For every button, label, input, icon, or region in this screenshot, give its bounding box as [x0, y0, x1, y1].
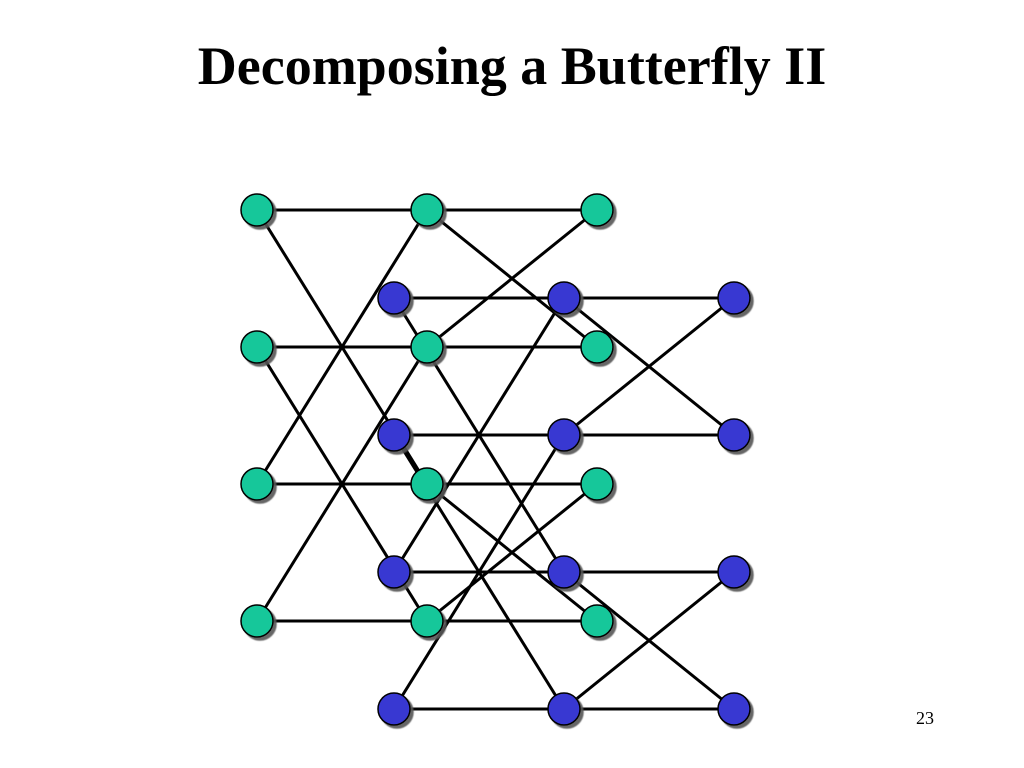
- back-network-node-c1-r2: [547, 555, 581, 589]
- front-network-node-c0-r3: [240, 604, 274, 638]
- back-network-node-c0-r2: [377, 555, 411, 589]
- front-network-node-c2-r2: [580, 467, 614, 501]
- back-network-node-c0-r0: [377, 281, 411, 315]
- front-network-node-c0-r1: [240, 330, 274, 364]
- back-network-edge-11: [563, 296, 735, 437]
- front-network-node-c1-r1: [410, 330, 444, 364]
- back-network-node-c2-r0: [717, 281, 751, 315]
- back-network-node-c1-r1: [547, 418, 581, 452]
- back-network-node-c2-r3: [717, 692, 751, 726]
- back-network-node-c0-r1: [377, 418, 411, 452]
- front-network-edge-11: [426, 208, 598, 349]
- edges-layer: [255, 208, 735, 711]
- front-network-node-c0-r2: [240, 467, 274, 501]
- front-network-node-c1-r3: [410, 604, 444, 638]
- back-network-node-c2-r1: [717, 418, 751, 452]
- front-network-node-c2-r3: [580, 604, 614, 638]
- slide-title: Decomposing a Butterfly II: [197, 36, 827, 96]
- back-network-node-c0-r3: [377, 692, 411, 726]
- back-network-node-c1-r0: [547, 281, 581, 315]
- front-network-node-c1-r0: [410, 193, 444, 227]
- back-network-edge-5: [392, 297, 566, 573]
- front-network-node-c1-r2: [410, 467, 444, 501]
- back-network-edge-7: [392, 434, 566, 710]
- back-network-edge-15: [563, 570, 735, 711]
- front-network-edge-5: [255, 209, 429, 485]
- front-network-node-c0-r0: [240, 193, 274, 227]
- front-network-node-c2-r0: [580, 193, 614, 227]
- front-network-edge-7: [255, 346, 429, 622]
- front-network-node-c2-r1: [580, 330, 614, 364]
- page-number: 23: [916, 708, 934, 728]
- front-network-edge-15: [426, 482, 598, 623]
- nodes-layer: [240, 193, 751, 726]
- back-network-node-c2-r2: [717, 555, 751, 589]
- back-network-node-c1-r3: [547, 692, 581, 726]
